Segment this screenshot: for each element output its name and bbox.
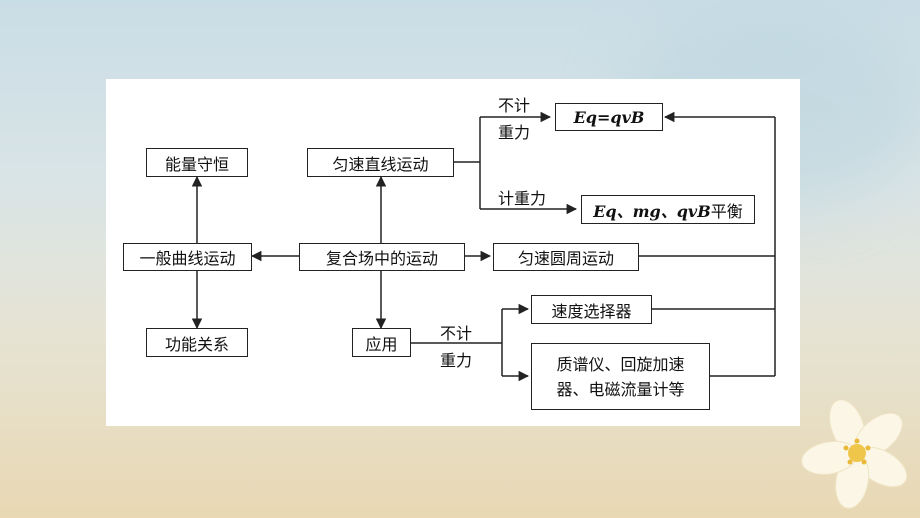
devices-line-1: 质谱仪、回旋加速 bbox=[556, 354, 685, 374]
eq-qvb-node: Eq=qvB bbox=[555, 103, 663, 131]
no-gravity-label-top-2: 重力 bbox=[498, 123, 531, 142]
application-node: 应用 bbox=[352, 328, 411, 357]
general-curve-node: 一般曲线运动 bbox=[123, 243, 252, 271]
connector-lines bbox=[191, 111, 776, 382]
energy-conservation-node: 能量守恒 bbox=[146, 148, 248, 177]
app-no-gravity-label-1: 不计 bbox=[440, 324, 473, 343]
no-gravity-label-top-1: 不计 bbox=[498, 96, 531, 115]
uniform-linear-node: 匀速直线运动 bbox=[307, 148, 454, 177]
with-gravity-label: 计重力 bbox=[498, 189, 547, 208]
diagram-panel: 复合场中的运动 一般曲线运动 能量守恒 功能关系 匀速直线运动 不计 重力 Eq… bbox=[106, 79, 800, 426]
work-energy-node: 功能关系 bbox=[146, 328, 248, 357]
app-no-gravity-label-2: 重力 bbox=[440, 351, 473, 370]
flower-decoration bbox=[801, 399, 908, 509]
uniform-circular-node: 匀速圆周运动 bbox=[493, 243, 639, 271]
center-node: 复合场中的运动 bbox=[299, 243, 465, 271]
devices-line-2: 器、电磁流量计等 bbox=[556, 379, 685, 399]
velocity-selector-node: 速度选择器 bbox=[531, 295, 652, 324]
balance-forces-text: Eq、mg、qvB bbox=[593, 201, 711, 221]
devices-node: 质谱仪、回旋加速 器、电磁流量计等 bbox=[531, 343, 710, 410]
balance-suffix-text: 平衡 bbox=[710, 201, 743, 221]
